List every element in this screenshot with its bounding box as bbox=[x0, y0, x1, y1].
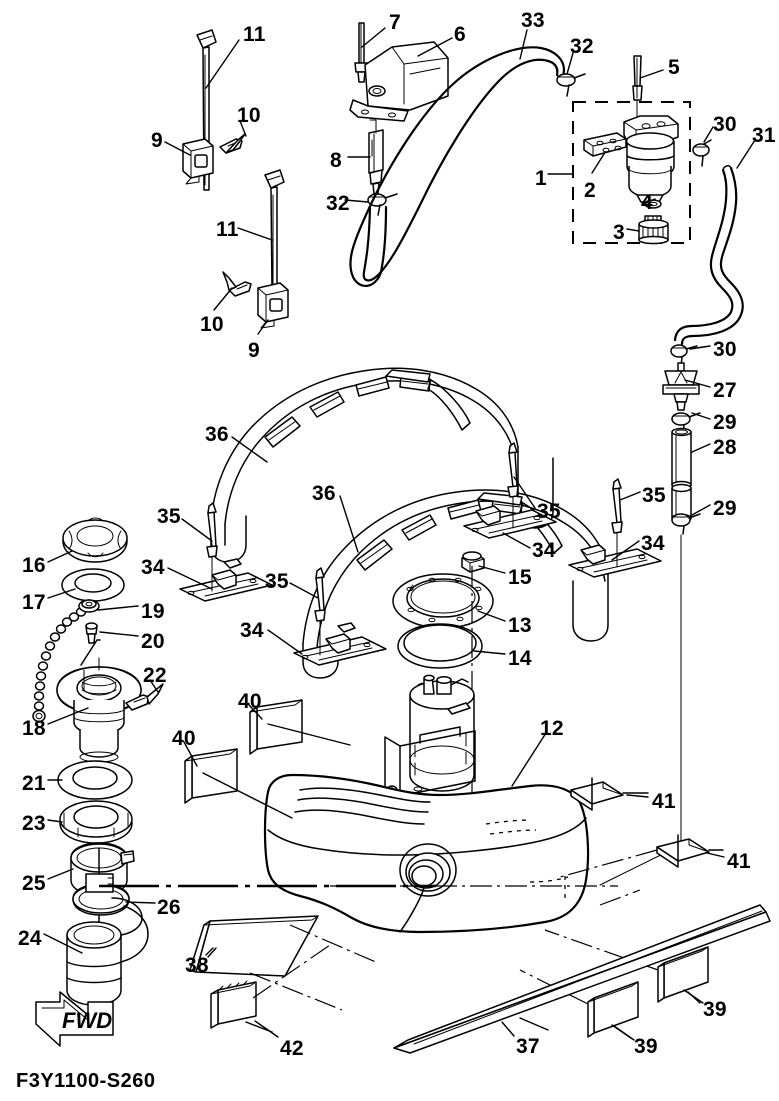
callout-29: 29 bbox=[713, 411, 737, 434]
callout-35: 35 bbox=[537, 500, 561, 523]
callout-7: 7 bbox=[389, 11, 401, 34]
callout-10: 10 bbox=[237, 104, 261, 127]
callout-41: 41 bbox=[727, 850, 751, 873]
fuel-cap-assembly bbox=[32, 517, 164, 931]
callout-35: 35 bbox=[642, 484, 666, 507]
pad-41-b bbox=[559, 834, 724, 878]
callout-22: 22 bbox=[143, 664, 167, 687]
tank-wedge-37 bbox=[393, 889, 771, 1054]
callout-35: 35 bbox=[265, 570, 289, 593]
callout-33: 33 bbox=[521, 9, 545, 32]
callout-42: 42 bbox=[280, 1037, 304, 1060]
callout-34: 34 bbox=[141, 556, 165, 579]
callout-40: 40 bbox=[238, 690, 262, 713]
callout-36: 36 bbox=[312, 482, 336, 505]
flange-assembly bbox=[392, 551, 494, 800]
callout-40: 40 bbox=[172, 727, 196, 750]
pad-40-b bbox=[184, 748, 293, 819]
callout-36: 36 bbox=[205, 423, 229, 446]
pad-41-a bbox=[570, 777, 649, 811]
callout-37: 37 bbox=[516, 1035, 540, 1058]
filler-hose-group bbox=[66, 873, 149, 1006]
cable-tie-group-upper bbox=[182, 29, 246, 191]
strap-bracket-2 bbox=[293, 567, 387, 666]
callout-25: 25 bbox=[22, 872, 46, 895]
callout-4: 4 bbox=[641, 191, 653, 214]
assembly-box-1 bbox=[572, 101, 691, 244]
fuel-sender-unit bbox=[384, 674, 476, 797]
strap-bracket-4 bbox=[568, 478, 662, 578]
callout-8: 8 bbox=[330, 149, 342, 172]
fuel-pump-cover-group bbox=[349, 22, 449, 216]
callout-19: 19 bbox=[141, 600, 165, 623]
callout-35: 35 bbox=[157, 505, 181, 528]
callout-20: 20 bbox=[141, 630, 165, 653]
callout-21: 21 bbox=[22, 772, 46, 795]
strap-bracket-3 bbox=[463, 442, 557, 539]
callout-27: 27 bbox=[713, 379, 737, 402]
cable-tie-group-lower bbox=[222, 169, 289, 329]
right-hose-column bbox=[599, 344, 701, 886]
callout-6: 6 bbox=[454, 23, 466, 46]
callout-30: 30 bbox=[713, 338, 737, 361]
fwd-label: FWD bbox=[62, 1008, 112, 1033]
callout-12: 12 bbox=[540, 717, 564, 740]
callout-13: 13 bbox=[508, 614, 532, 637]
callout-29: 29 bbox=[713, 497, 737, 520]
callout-15: 15 bbox=[508, 566, 532, 589]
fuel-hose-31 bbox=[673, 165, 744, 346]
hose-clip-30-upper bbox=[692, 139, 712, 167]
fwd-marker: FWD bbox=[35, 991, 114, 1047]
callout-39: 39 bbox=[634, 1035, 658, 1058]
hose-clip-32-upper bbox=[556, 73, 586, 97]
callout-34: 34 bbox=[641, 532, 665, 555]
callout-28: 28 bbox=[713, 436, 737, 459]
callout-32: 32 bbox=[570, 35, 594, 58]
callout-11: 11 bbox=[216, 218, 239, 241]
callout-39: 39 bbox=[703, 998, 727, 1021]
strap-bracket-1 bbox=[179, 502, 273, 602]
callout-16: 16 bbox=[22, 554, 46, 577]
pad-42 bbox=[210, 944, 331, 1033]
callout-24: 24 bbox=[18, 927, 42, 950]
callout-17: 17 bbox=[22, 591, 46, 614]
fuel-tank-body bbox=[263, 773, 590, 934]
callout-38: 38 bbox=[185, 954, 209, 977]
callout-34: 34 bbox=[532, 539, 556, 562]
callout-2: 2 bbox=[584, 179, 596, 202]
callout-9: 9 bbox=[151, 129, 163, 152]
callout-18: 18 bbox=[22, 717, 46, 740]
callout-30: 30 bbox=[713, 113, 737, 136]
callout-26: 26 bbox=[157, 896, 181, 919]
callout-34: 34 bbox=[240, 619, 264, 642]
callout-3: 3 bbox=[613, 221, 625, 244]
callout-5: 5 bbox=[668, 56, 680, 79]
callout-10: 10 bbox=[200, 313, 224, 336]
fuel-filter-body bbox=[583, 55, 679, 245]
diagram-code: F3Y1100-S260 bbox=[16, 1070, 156, 1092]
callout-23: 23 bbox=[22, 812, 46, 835]
leader-lines bbox=[43, 27, 756, 1039]
callout-31: 31 bbox=[752, 124, 776, 147]
callout-1: 1 bbox=[535, 167, 547, 190]
callout-41: 41 bbox=[652, 790, 676, 813]
callout-14: 14 bbox=[508, 647, 532, 670]
callout-9: 9 bbox=[248, 339, 260, 362]
pad-40-a bbox=[249, 699, 351, 755]
callout-32: 32 bbox=[326, 192, 350, 215]
callout-11: 11 bbox=[243, 23, 266, 46]
